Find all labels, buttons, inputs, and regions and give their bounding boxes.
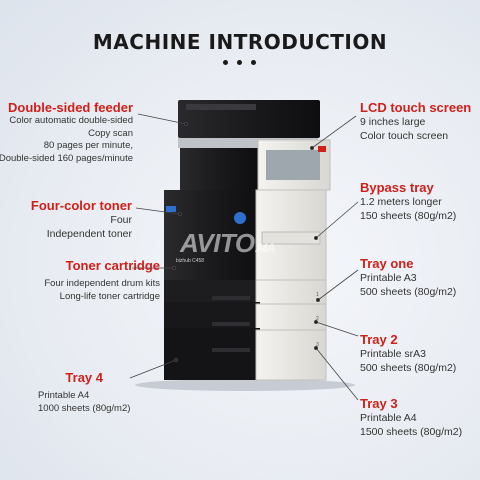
callout-title: Bypass tray [360,180,434,195]
callout-title: Tray one [360,256,414,271]
feeder-tray [186,104,256,110]
brand-logo [234,212,246,224]
dot [223,60,228,65]
callout-title: Four-color toner [30,198,132,213]
callout-title: Tray 2 [360,332,398,347]
callout-line: Double-sided 160 pages/minute [0,152,133,164]
tray-4-cabinet [164,328,260,380]
callout-line: Printable srA3 [360,348,426,360]
callout-tray3: Tray 3 Printable A4 1500 sheets (80g/m2) [360,396,462,439]
dot [251,60,256,65]
callout-title: Tray 3 [360,396,398,411]
callout-title: Tray 4 [65,370,103,385]
floor-shadow [135,379,355,391]
brand-label: bizhub C458 [176,258,204,264]
touch-screen [266,150,320,180]
callout-bypass: Bypass tray 1.2 meters longer 150 sheets… [360,180,456,223]
callout-lcd: LCD touch screen 9 inches large Color to… [360,100,471,143]
callout-line: Four independent drum kits [44,278,160,289]
callout-line: 9 inches large [360,116,426,128]
callout-title: Double-sided feeder [8,100,133,115]
callout-cartridge: Toner cartridge Four independent drum ki… [44,258,160,303]
callout-title: LCD touch screen [360,100,472,115]
callout-tray4: Tray 4 Printable A4 1000 sheets (80g/m2) [38,370,130,415]
scanner-glass [178,138,318,148]
drawer-handle [212,322,250,326]
page-title: MACHINE INTRODUCTION [92,30,388,54]
watermark-suffix: .MA [254,241,276,255]
callout-feeder: Double-sided feeder Color automatic doub… [0,100,133,165]
title-dots [223,60,257,66]
callout-line: Printable A4 [38,390,90,401]
drawer-handle [212,348,250,352]
callout-line: 1500 sheets (80g/m2) [360,426,463,438]
callout-line: Independent toner [46,228,132,240]
callout-line: 150 sheets (80g/m2) [360,210,457,222]
callout-line: Printable A3 [360,272,417,284]
callout-line: Long-life toner cartridge [59,290,160,302]
tray-3[interactable] [255,329,327,381]
callout-line: Four [110,214,132,226]
callout-line: 1.2 meters longer [360,196,442,208]
tray-number-3: 3 [316,342,319,348]
callout-line: 500 sheets (80g/m2) [360,286,457,298]
tray-number-2: 2 [316,316,319,322]
watermark: AVITO.MA [180,228,276,259]
scanner-body [180,148,258,190]
callout-line: 80 pages per minute, [43,140,133,151]
callout-title: Toner cartridge [65,258,160,273]
callout-tray1: Tray one Printable A3 500 sheets (80g/m2… [360,256,456,299]
callout-line: 500 sheets (80g/m2) [360,362,457,374]
lcd-indicator [318,146,326,152]
watermark-text: AVITO [180,228,255,258]
tray-number-1: 1 [316,292,319,298]
callout-line: Printable A4 [360,412,417,424]
callout-line: Color automatic double-sided [9,115,133,126]
konica-badge [166,206,176,212]
callout-tray2: Tray 2 Printable srA3 500 sheets (80g/m2… [360,332,456,375]
callout-line: 1000 sheets (80g/m2) [38,402,131,414]
callout-line: Copy scan [88,127,133,139]
dot [237,60,242,65]
callout-toner: Four-color toner Four Independent toner [31,198,132,241]
callout-line: Color touch screen [360,130,449,142]
drawer-handle [212,296,250,300]
